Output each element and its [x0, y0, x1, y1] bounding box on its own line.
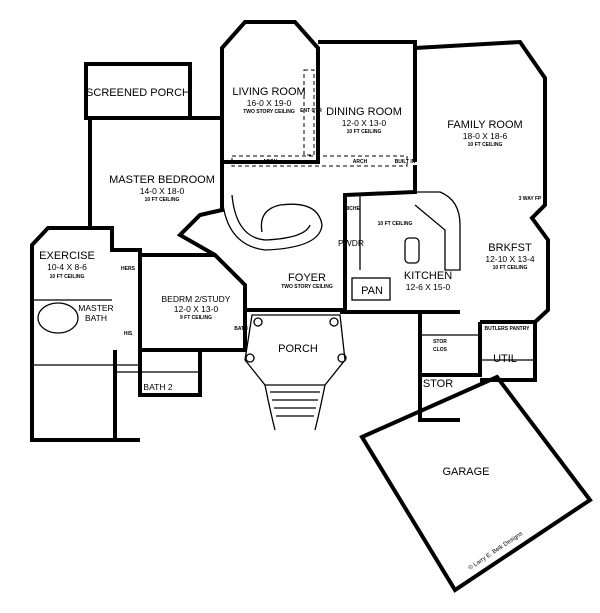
butlers-pantry-note: BUTLERS PANTRY — [485, 326, 531, 332]
pwdr-label: PWDR — [338, 238, 364, 248]
svg-text:12-0 X 13-0: 12-0 X 13-0 — [174, 304, 219, 314]
svg-text:SCREENED PORCH: SCREENED PORCH — [86, 87, 190, 99]
svg-text:TWO STORY CEILING: TWO STORY CEILING — [281, 284, 333, 290]
hers-note: HERS — [121, 266, 136, 272]
svg-text:CLOS: CLOS — [433, 347, 448, 353]
svg-text:10 FT CEILING: 10 FT CEILING — [493, 265, 528, 271]
porch-label: PORCH — [278, 343, 318, 355]
svg-text:TWO STORY CEILING: TWO STORY CEILING — [243, 109, 295, 115]
svg-text:BRKFST: BRKFST — [488, 242, 532, 254]
svg-text:10 FT CEILING: 10 FT CEILING — [50, 274, 85, 280]
svg-text:BEDRM 2/STUDY: BEDRM 2/STUDY — [162, 294, 231, 304]
exercise-label: EXERCISE 10-4 X 8-6 10 FT CEILING — [39, 250, 95, 280]
arch-note: ARCH — [263, 159, 278, 165]
built-in-note: BUILT IN — [395, 159, 416, 165]
svg-text:10 FT CEILING: 10 FT CEILING — [145, 197, 180, 203]
svg-text:18-0 X 18-6: 18-0 X 18-6 — [463, 131, 508, 141]
svg-text:DINING ROOM: DINING ROOM — [326, 106, 402, 118]
brkfst-label: BRKFST 12-10 X 13-4 10 FT CEILING — [485, 242, 534, 271]
svg-text:EXERCISE: EXERCISE — [39, 250, 95, 262]
svg-text:12-10 X 13-4: 12-10 X 13-4 — [485, 254, 534, 264]
screened-porch-label: SCREENED PORCH — [86, 87, 190, 99]
ent-ctr-note: ENT CTR — [300, 108, 322, 114]
pan-label: PAN — [361, 285, 383, 297]
svg-text:STOR: STOR — [433, 339, 447, 345]
three-way-fp-note: 3 WAY FP — [519, 196, 542, 202]
svg-text:MASTER: MASTER — [78, 303, 113, 313]
garage-label: GARAGE — [442, 466, 489, 478]
svg-text:FOYER: FOYER — [288, 272, 326, 284]
svg-text:12-6 X 15-0: 12-6 X 15-0 — [406, 282, 451, 292]
arch-note: ARCH — [353, 159, 368, 165]
util-label: UTIL — [493, 353, 517, 365]
living-room-label: LIVING ROOM 16-0 X 19-0 TWO STORY CEILIN… — [232, 86, 305, 115]
stor-label: STOR — [423, 378, 453, 390]
arches — [231, 69, 408, 167]
niche-note: NICHE — [344, 206, 360, 212]
svg-text:BATH: BATH — [85, 313, 107, 323]
svg-text:KITCHEN: KITCHEN — [404, 270, 452, 282]
family-room-label: FAMILY ROOM 18-0 X 18-6 10 FT CEILING — [447, 119, 522, 148]
svg-text:10 FT CEILING: 10 FT CEILING — [347, 129, 382, 135]
bathtub — [37, 302, 79, 334]
svg-text:FAMILY ROOM: FAMILY ROOM — [447, 119, 522, 131]
foyer-label: FOYER TWO STORY CEILING — [281, 272, 333, 290]
svg-text:10 FT CEILING: 10 FT CEILING — [378, 221, 413, 227]
dining-room-label: DINING ROOM 12-0 X 13-0 10 FT CEILING — [326, 106, 402, 135]
stor-clos-label: STOR CLOS — [433, 339, 448, 353]
walls — [30, 20, 593, 593]
svg-text:MASTER BEDROOM: MASTER BEDROOM — [109, 174, 215, 186]
svg-text:LIVING ROOM: LIVING ROOM — [232, 86, 305, 98]
master-bedroom-label: MASTER BEDROOM 14-0 X 18-0 10 FT CEILING — [109, 174, 215, 203]
kitchen-label: 10 FT CEILING KITCHEN 12-6 X 15-0 — [378, 221, 453, 292]
svg-text:14-0 X 18-0: 14-0 X 18-0 — [140, 186, 185, 196]
bedroom2-label: BEDRM 2/STUDY 12-0 X 13-0 9 FT CEILING — [162, 294, 231, 321]
svg-text:16-0 X 19-0: 16-0 X 19-0 — [247, 98, 292, 108]
svg-text:9 FT CEILING: 9 FT CEILING — [180, 315, 212, 321]
svg-text:10-4 X 8-6: 10-4 X 8-6 — [47, 262, 87, 272]
svg-text:10 FT CEILING: 10 FT CEILING — [468, 142, 503, 148]
bath2-label: BATH 2 — [143, 382, 172, 392]
his-note: HIS — [124, 331, 133, 337]
master-bath-label: MASTER BATH — [78, 303, 113, 323]
bath-note: BATH — [234, 326, 248, 332]
svg-text:12-0 X 13-0: 12-0 X 13-0 — [342, 118, 387, 128]
